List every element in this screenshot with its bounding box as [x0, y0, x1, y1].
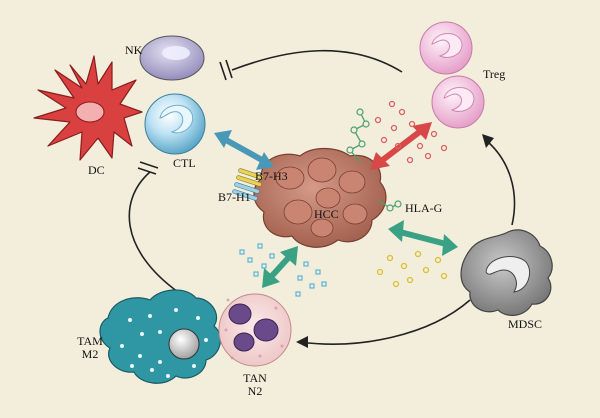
ctl-inhibit-bar [139, 161, 159, 169]
label-tan-line1: TAN [243, 371, 267, 385]
mdsc-hcc-arrow [388, 220, 458, 256]
label-treg: Treg [483, 67, 506, 81]
tam-granules [120, 308, 208, 378]
tan-cytokine-squares [239, 243, 327, 297]
ctl-cell [144, 93, 206, 155]
treg-cell-top [419, 21, 473, 75]
b7-ligands [232, 168, 264, 201]
label-ctl: CTL [173, 156, 196, 170]
tam-cell [99, 289, 222, 384]
label-b7h1: B7-H1 [218, 190, 251, 204]
tam-to-ctl-arc [128, 171, 179, 293]
mdsc-cell [460, 229, 553, 316]
treg-cell-bottom [431, 75, 485, 129]
ctl-hcc-arrow [214, 130, 274, 170]
tan-nucleus-lobes [228, 303, 279, 352]
mdsc-cytokine-dots [376, 250, 448, 288]
label-tam-line2: M2 [81, 346, 99, 361]
hlag-chain-top-beads [346, 108, 370, 154]
hlag-chain-right-beads [386, 200, 402, 212]
label-hlag: HLA-G [405, 201, 443, 215]
label-mdsc: MDSC [508, 317, 543, 331]
ctl-inhibit-bar-2 [137, 167, 157, 175]
dc-cell [33, 55, 143, 161]
tan-cell [218, 293, 292, 367]
nk-inhibit-bar [225, 59, 233, 79]
treg-cytokine-dots [374, 100, 448, 164]
mdsc-to-treg-arc [487, 141, 516, 226]
label-nk: NK [125, 43, 143, 57]
treg-to-nk-arc [231, 49, 403, 73]
hcc-tumor [253, 147, 387, 248]
tan-granules [224, 298, 284, 360]
hlag-chain-top [348, 111, 367, 163]
label-tam: TAM M2 [70, 335, 110, 360]
nk-cell [139, 35, 205, 81]
arrowhead-treg [482, 134, 494, 148]
label-dc: DC [88, 163, 105, 177]
cycle-arrows [128, 49, 516, 345]
arrowhead-tan [296, 336, 308, 348]
label-hcc: HCC [314, 207, 339, 221]
mdsc-to-tan-arc [299, 299, 471, 345]
label-tam-line1: TAM [77, 334, 103, 348]
nk-inhibit-bar-2 [219, 61, 227, 81]
tan-hcc-arrow [262, 246, 298, 288]
label-tan-line2: N2 [247, 383, 263, 398]
label-tan: TAN N2 [238, 372, 272, 397]
label-b7h3: B7-H3 [255, 169, 288, 183]
